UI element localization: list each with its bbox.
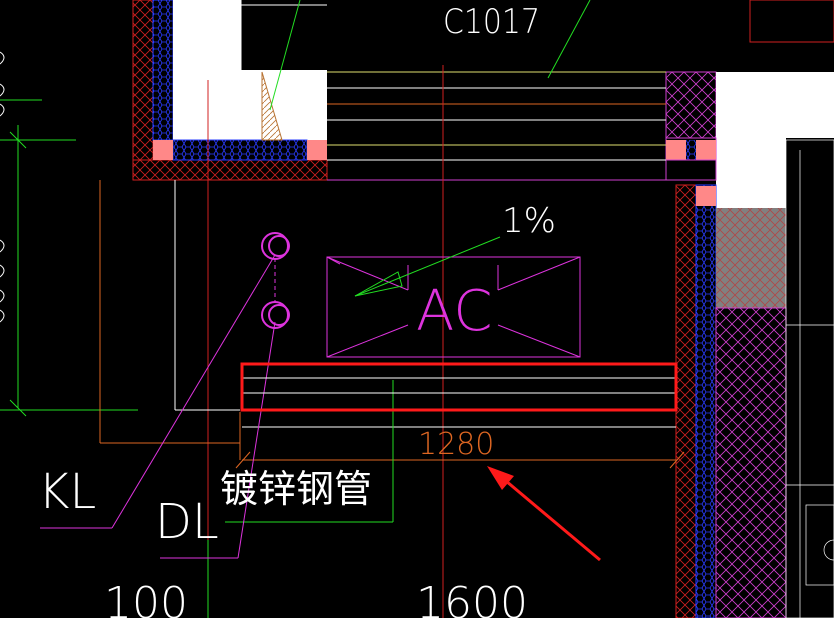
dimension-1280-label: 1280 <box>418 427 494 462</box>
dim-100-label: 100 <box>104 578 188 618</box>
left-edge-marks <box>0 51 5 323</box>
pipe-note-label: 镀锌钢管 <box>220 467 372 511</box>
annotation-arrow <box>487 466 601 562</box>
ac-unit-label: AC <box>416 279 492 344</box>
slope-arrow <box>354 236 501 297</box>
window-tag-label: C1017 <box>443 2 540 42</box>
right-wall <box>665 0 834 618</box>
slope-label: 1% <box>502 201 556 241</box>
highlighted-pipe <box>240 362 678 412</box>
window-c1017 <box>240 0 666 181</box>
dim-1600-label: 1600 <box>416 578 528 618</box>
dl-label: DL <box>155 494 219 550</box>
pipe-dl <box>160 258 290 559</box>
ac-unit <box>326 256 581 358</box>
guide-lines <box>0 0 685 618</box>
left-wall <box>132 0 328 181</box>
kl-label: KL <box>38 464 96 520</box>
